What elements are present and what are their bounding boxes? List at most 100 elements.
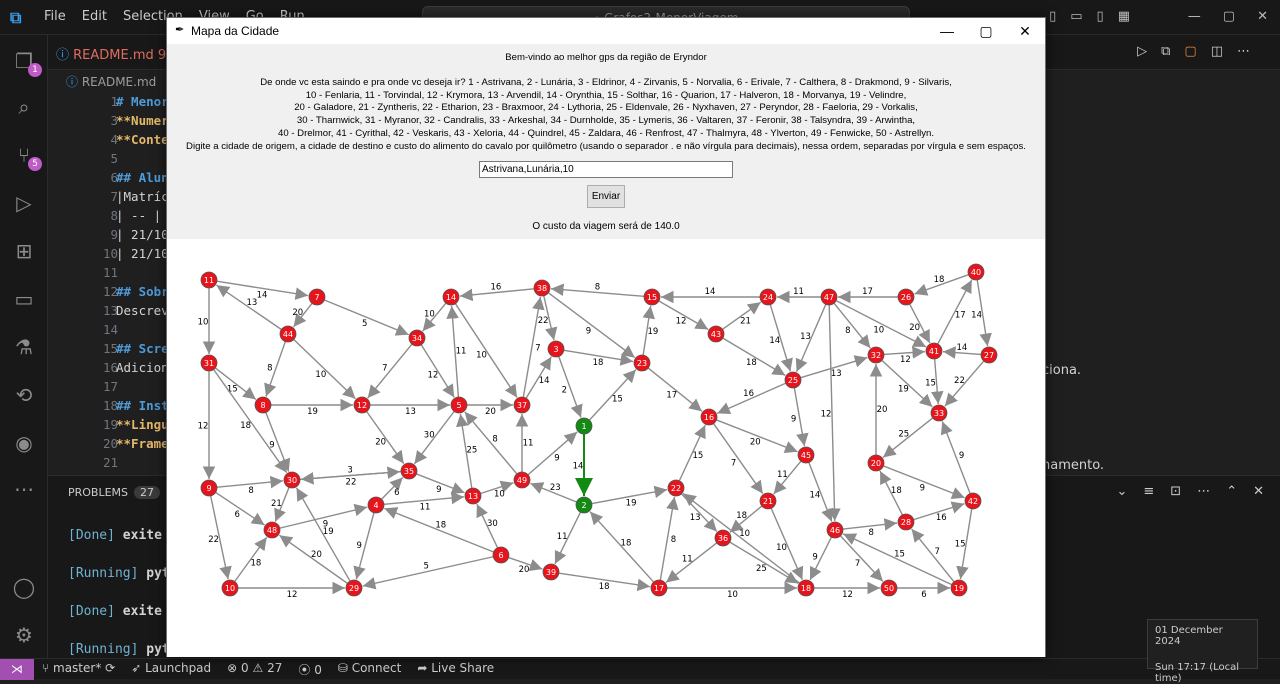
graph-node: [826, 521, 844, 539]
line-number: 7: [110, 189, 118, 204]
remote-indicator-icon[interactable]: ⋊: [0, 659, 34, 680]
node-label: 40: [971, 268, 981, 277]
graph-edge: [413, 410, 455, 465]
edge-weight-label: 8: [248, 486, 253, 496]
problems-status[interactable]: ⊗ 0 ⚠ 27: [227, 661, 282, 678]
chevron-down-icon[interactable]: ⌄: [1116, 484, 1128, 499]
customize-layout-icon[interactable]: ▦: [1117, 9, 1130, 24]
ports-status[interactable]: ⦿ 0: [298, 661, 321, 678]
graph-edge: [459, 288, 535, 302]
run-file-icon[interactable]: ▷: [1137, 44, 1148, 59]
menu-edit[interactable]: Edit: [81, 9, 107, 24]
connect-status[interactable]: ⛁ Connect: [338, 661, 402, 678]
tooltip-time: Sun 17:17 (Local time): [1155, 662, 1240, 684]
split-editor-icon[interactable]: ◫: [1210, 44, 1223, 59]
edge-weight-label: 18: [435, 520, 446, 530]
close-icon[interactable]: ✕: [1257, 9, 1268, 24]
branch-icon: ⑂: [42, 661, 54, 675]
launchpad-status[interactable]: ➶ Launchpad: [131, 661, 211, 678]
edge-weight-label: 14: [809, 491, 820, 501]
node-label: 46: [830, 526, 840, 535]
maximize-icon[interactable]: ▢: [1222, 9, 1236, 24]
toggle-sidebar-icon[interactable]: ▯: [1049, 9, 1057, 24]
route-input[interactable]: Astrivana,Lunária,10: [479, 161, 733, 178]
edge-weight-label: 7: [535, 344, 540, 354]
edge-weight-label: 8: [671, 535, 676, 545]
line-number: 1: [110, 94, 118, 109]
edge-weight-label: 23: [550, 483, 561, 493]
github-icon[interactable]: ◉: [15, 431, 33, 455]
close-panel-icon[interactable]: ✕: [1253, 484, 1264, 499]
edge-weight-label: 11: [456, 347, 467, 357]
instructions-line: 10 - Fenlaria, 11 - Torvindal, 12 - Krym…: [305, 89, 907, 101]
line-number: 19: [102, 417, 118, 432]
graph-edge: [265, 412, 291, 472]
graph-edge: [795, 304, 827, 373]
edge-weight-label: 20: [375, 437, 386, 447]
more-icon[interactable]: ⋯: [1197, 484, 1211, 499]
remote-explorer-icon[interactable]: ▭: [14, 287, 34, 311]
graph-node: [533, 279, 551, 297]
graph-edge: [264, 341, 287, 397]
line-text: **Conte: [116, 132, 169, 147]
instructions-line: 30 - Tharnwick, 31 - Myranor, 32 - Candr…: [296, 115, 916, 127]
explorer-icon[interactable]: ❐1: [10, 47, 42, 77]
menu-file[interactable]: File: [44, 9, 66, 24]
graph-node: [200, 271, 218, 289]
graph-edge: [956, 508, 973, 580]
account-icon[interactable]: ◯: [12, 575, 36, 599]
edge-weight-label: 6: [921, 590, 926, 600]
graph-node: [542, 563, 560, 581]
live-share-status[interactable]: ➦ Live Share: [417, 661, 494, 678]
graph-edge: [808, 462, 834, 522]
edge-weight-label: 9: [436, 485, 441, 495]
extensions-icon[interactable]: ⊞: [15, 239, 33, 263]
minimize-icon[interactable]: —: [1187, 9, 1201, 24]
source-control-icon[interactable]: ⑂5: [10, 141, 42, 171]
testing-icon[interactable]: ⚗: [15, 335, 33, 359]
terminal-tag: [Done]: [68, 528, 115, 543]
stop-icon[interactable]: ▢: [1184, 44, 1197, 59]
open-preview-icon[interactable]: ⧉: [1161, 44, 1171, 59]
more-icon[interactable]: ⋯: [14, 477, 34, 501]
toggle-panel-icon[interactable]: ▭: [1070, 9, 1083, 24]
graph-node: [667, 479, 685, 497]
graph-node: [897, 288, 915, 306]
graph-edge: [420, 344, 455, 398]
breadcrumb[interactable]: ⓘ README.md: [66, 73, 156, 90]
graph-edge: [729, 505, 763, 533]
editor-actions: ▷ ⧉ ▢ ◫ ⋯: [1137, 44, 1250, 59]
graph-edge: [383, 491, 465, 505]
line-text: | 21/10: [116, 227, 169, 242]
settings-gear-icon[interactable]: ⚙: [15, 623, 33, 647]
toggle-secondary-sidebar-icon[interactable]: ▯: [1096, 9, 1104, 24]
edge-weight-label: 7: [731, 458, 736, 468]
edge-weight-label: 22: [208, 535, 219, 545]
tab-readme[interactable]: ⓘ README.md 9+: [56, 44, 177, 63]
clear-output-icon[interactable]: ≡: [1143, 484, 1155, 499]
maximize-icon[interactable]: ▢: [979, 23, 993, 39]
live-share-icon[interactable]: ⟲: [15, 383, 33, 407]
graph-edge: [879, 470, 903, 516]
node-label: 20: [871, 459, 881, 468]
more-actions-icon[interactable]: ⋯: [1237, 44, 1250, 59]
search-icon[interactable]: ⌕: [18, 95, 30, 119]
broadcast-icon: ⦿: [298, 663, 315, 677]
edge-weight-label: 19: [898, 384, 909, 394]
branch-status[interactable]: ⑂ master* ⟳: [42, 661, 115, 678]
graph-edge: [530, 482, 577, 503]
minimize-icon[interactable]: —: [940, 23, 954, 39]
rocket-icon: ➶: [131, 661, 146, 675]
send-button[interactable]: Enviar: [587, 185, 625, 208]
edge-weight-label: 18: [599, 582, 610, 592]
run-debug-icon[interactable]: ▷: [16, 191, 32, 215]
edge-weight-label: 15: [894, 550, 905, 560]
lock-icon[interactable]: ⊡: [1170, 484, 1182, 499]
node-label: 5: [456, 401, 461, 410]
node-label: 9: [206, 484, 211, 493]
maximize-panel-icon[interactable]: ⌃: [1226, 484, 1238, 499]
graph-edge: [384, 507, 494, 553]
close-icon[interactable]: ✕: [1019, 23, 1031, 39]
connect-label: Connect: [351, 661, 402, 675]
